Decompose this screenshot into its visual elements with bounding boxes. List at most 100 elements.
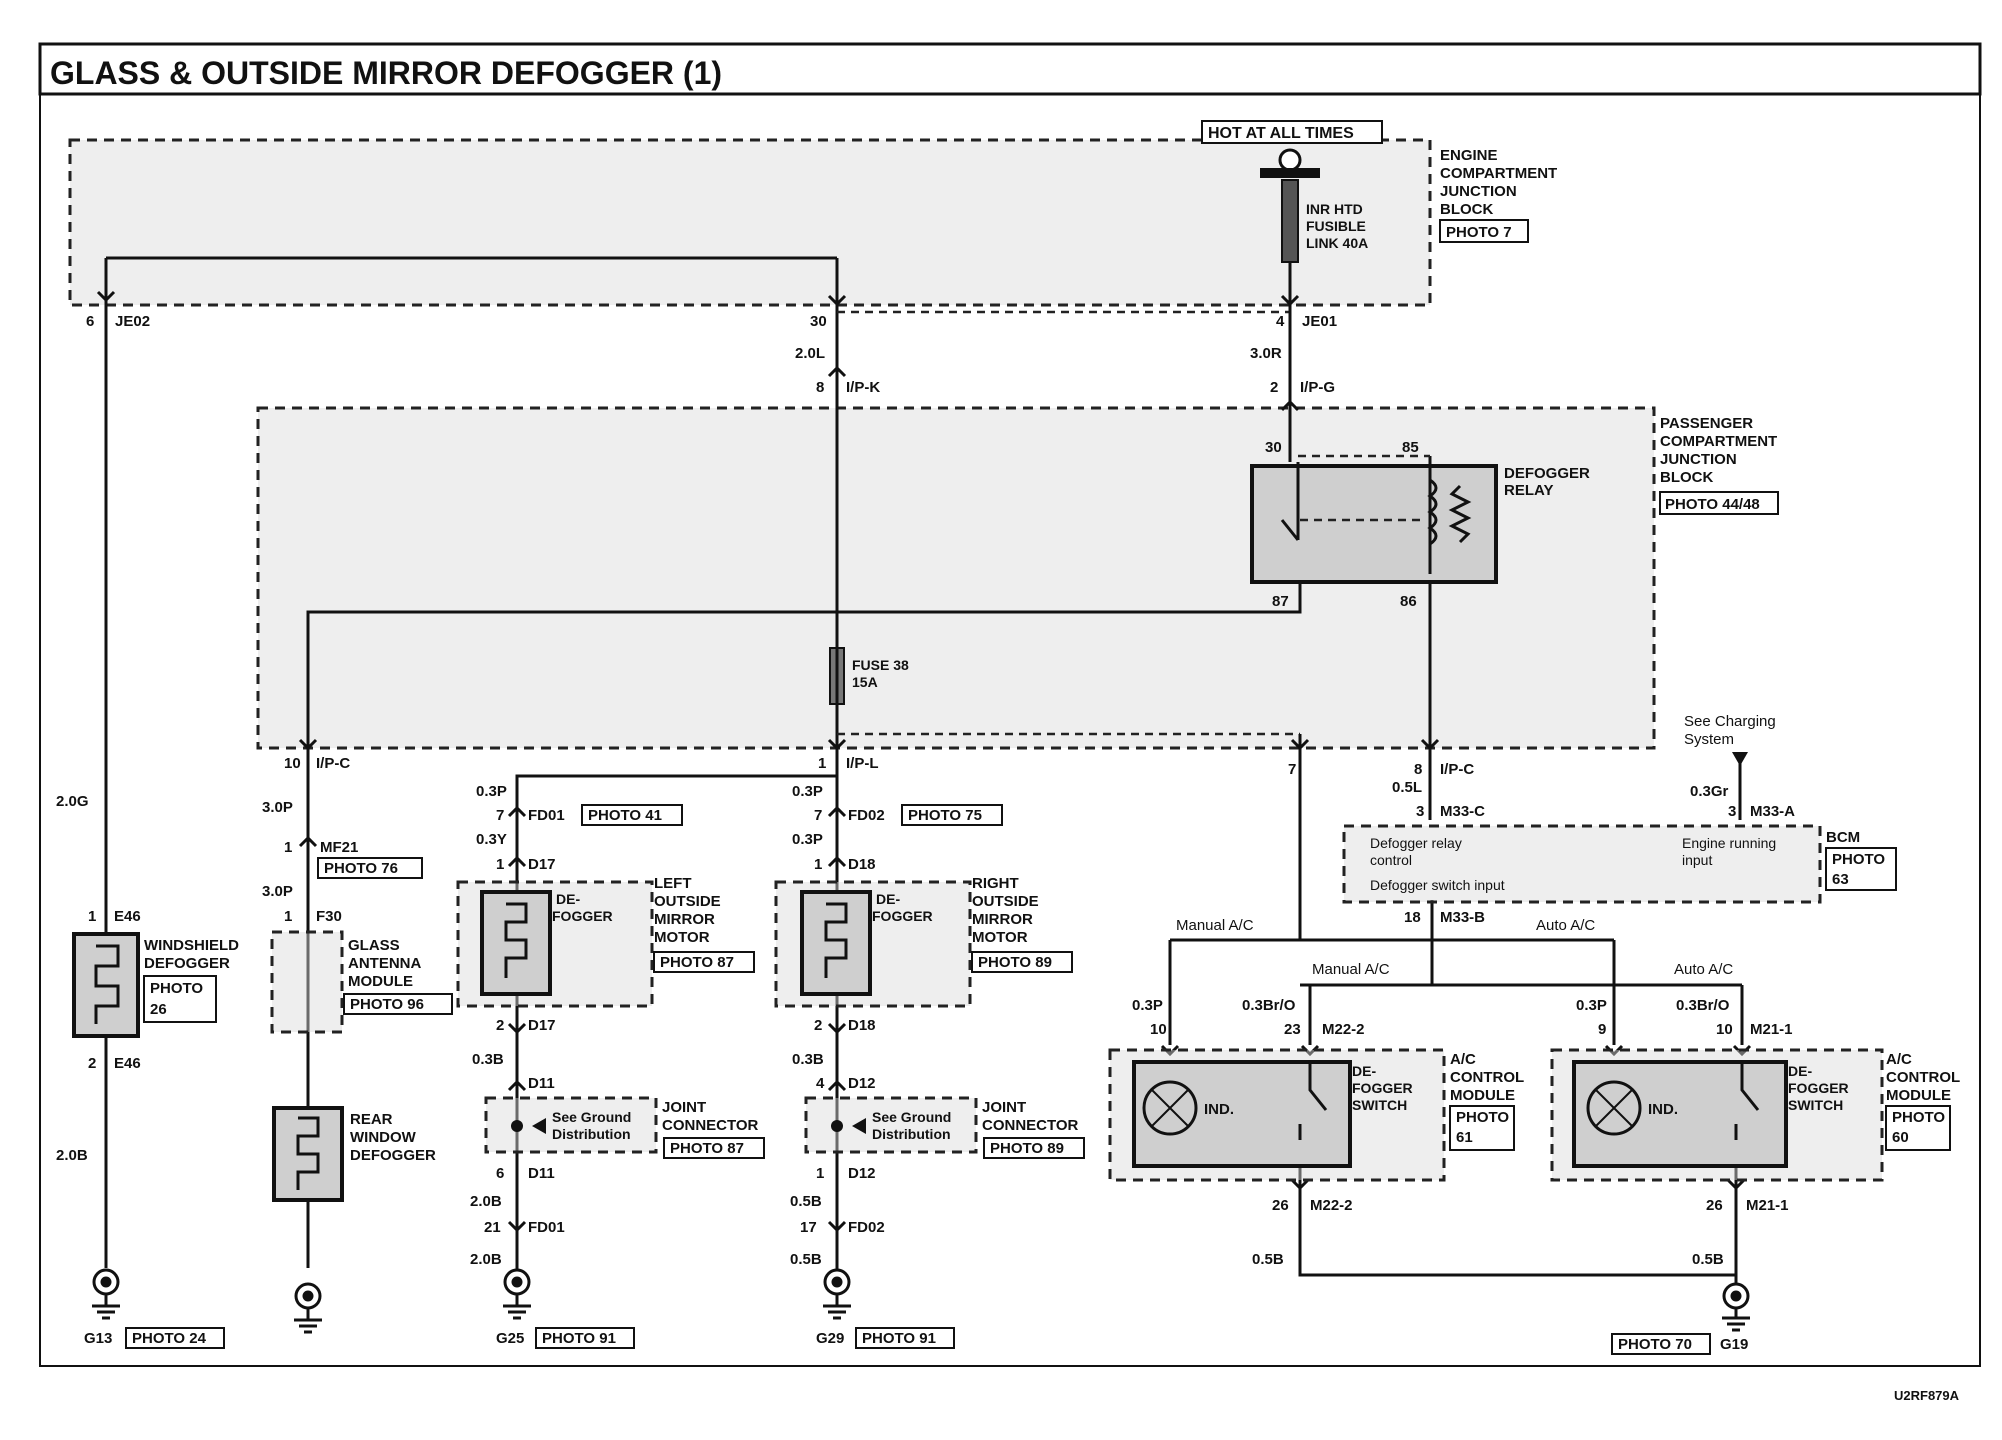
ground-g19-photo: PHOTO 70 xyxy=(1618,1336,1692,1353)
svg-text:MIRROR: MIRROR xyxy=(972,911,1033,928)
svg-text:SWITCH: SWITCH xyxy=(1788,1097,1843,1113)
manual-pin-p: 10 xyxy=(1150,1021,1167,1038)
right-wire-b3: 0.5B xyxy=(790,1251,822,1268)
relay-resistor-icon xyxy=(1448,484,1472,544)
svg-text:COMPARTMENT: COMPARTMENT xyxy=(1440,165,1557,182)
relay-pin-85: 85 xyxy=(1402,439,1419,456)
ipl-name: I/P-L xyxy=(846,755,879,772)
left-wire-b2: 2.0B xyxy=(470,1193,502,1210)
je-mid-pin: 30 xyxy=(810,313,827,330)
svg-text:15A: 15A xyxy=(852,674,878,690)
ground-g29-photo-box xyxy=(855,1327,955,1349)
left-joint-label: JOINT CONNECTOR PHOTO 87 xyxy=(662,1099,765,1159)
svg-text:See Ground: See Ground xyxy=(552,1109,631,1125)
svg-text:LINK 40A: LINK 40A xyxy=(1306,235,1368,251)
ground-g19-photo-box xyxy=(1611,1333,1711,1355)
right-pin-d12b: 1 xyxy=(816,1165,824,1182)
hot-at-all-times-label: HOT AT ALL TIMES xyxy=(1201,120,1383,144)
svg-text:CONTROL: CONTROL xyxy=(1450,1069,1524,1086)
manual-lamp-filament-icon xyxy=(1151,1089,1189,1127)
relay-switch-arm-icon xyxy=(1280,519,1300,541)
right-pin-d2: 2 xyxy=(814,1017,822,1034)
right-wire-p: 0.3P xyxy=(792,831,823,848)
svg-text:FUSIBLE: FUSIBLE xyxy=(1306,218,1366,234)
left-conn-fd2: FD01 xyxy=(528,1219,565,1236)
ground-g25-photo: PHOTO 91 xyxy=(542,1330,616,1347)
right-conn-d12b: D12 xyxy=(848,1165,876,1182)
ipc-right-pin: 8 xyxy=(1414,761,1422,778)
ipc-left-pin: 10 xyxy=(284,755,301,772)
svg-text:PHOTO 89: PHOTO 89 xyxy=(990,1140,1064,1157)
right-heater-grid-icon xyxy=(824,902,848,978)
svg-text:FOGGER: FOGGER xyxy=(872,908,933,924)
left-joint-node-icon xyxy=(511,1120,523,1132)
auto-ac-module-label: A/C CONTROL MODULE PHOTO 60 xyxy=(1885,1051,1960,1151)
je02-pin: 6 xyxy=(86,313,94,330)
wire-ac-ground xyxy=(1298,1165,1738,1290)
ipg-name: I/P-G xyxy=(1300,379,1335,396)
manual-ind-label: IND. xyxy=(1204,1101,1234,1118)
svg-text:DEFOGGER: DEFOGGER xyxy=(350,1147,436,1164)
windshield-wire-top: 2.0G xyxy=(56,793,89,810)
svg-text:26: 26 xyxy=(150,1001,167,1018)
svg-text:DE-: DE- xyxy=(1788,1063,1812,1079)
right-conn-fd2: FD02 xyxy=(848,1219,885,1236)
auto-ind-label: IND. xyxy=(1648,1101,1678,1118)
windshield-wire-bot: 2.0B xyxy=(56,1147,88,1164)
svg-text:Engine running: Engine running xyxy=(1682,835,1776,851)
manual-conn-gnd: M22-2 xyxy=(1310,1197,1353,1214)
svg-text:A/C: A/C xyxy=(1886,1051,1912,1068)
manual-ac-label-2: Manual A/C xyxy=(1312,961,1390,978)
right-wire-b: 0.3B xyxy=(792,1051,824,1068)
bcm-relay-control-label: Defogger relay control xyxy=(1370,835,1462,868)
svg-text:Distribution: Distribution xyxy=(872,1126,951,1142)
svg-text:RIGHT: RIGHT xyxy=(972,875,1019,892)
ipg-pin: 2 xyxy=(1270,379,1278,396)
relay-pin-86: 86 xyxy=(1400,593,1417,610)
svg-text:WINDSHIELD: WINDSHIELD xyxy=(144,937,239,954)
svg-text:61: 61 xyxy=(1456,1129,1473,1146)
svg-text:JOINT: JOINT xyxy=(982,1099,1026,1116)
bcm-pin-c: 3 xyxy=(1416,803,1424,820)
ground-icon xyxy=(823,1268,851,1320)
ipk-pin: 8 xyxy=(816,379,824,396)
auto-pin-gnd: 26 xyxy=(1706,1197,1723,1214)
auto-pin-p: 9 xyxy=(1598,1021,1606,1038)
svg-text:COMPARTMENT: COMPARTMENT xyxy=(1660,433,1777,450)
svg-text:PHOTO 96: PHOTO 96 xyxy=(350,996,424,1013)
ground-icon xyxy=(503,1268,531,1320)
right-fd-photo: PHOTO 75 xyxy=(908,807,982,824)
windshield-conn-bot: E46 xyxy=(114,1055,141,1072)
right-pin-fd2: 17 xyxy=(800,1219,817,1236)
rear-window-defogger-label: REAR WINDOW DEFOGGER xyxy=(350,1111,436,1164)
bcm-switch-input-label: Defogger switch input xyxy=(1370,877,1505,893)
svg-text:REAR: REAR xyxy=(350,1111,393,1128)
svg-text:FOGGER: FOGGER xyxy=(1352,1080,1413,1096)
ground-g29-photo: PHOTO 91 xyxy=(862,1330,936,1347)
svg-text:MIRROR: MIRROR xyxy=(654,911,715,928)
right-ground-note: See Ground Distribution xyxy=(872,1109,951,1142)
glass-antenna-module-label: GLASS ANTENNA MODULE PHOTO 96 xyxy=(343,937,453,1015)
left-pin-fd2: 21 xyxy=(484,1219,501,1236)
windshield-defogger-label: WINDSHIELD DEFOGGER PHOTO 26 xyxy=(143,937,239,1023)
svg-text:RELAY: RELAY xyxy=(1504,482,1553,499)
auto-defogger-switch-icon xyxy=(1734,1062,1760,1140)
svg-text:PHOTO 7: PHOTO 7 xyxy=(1446,224,1512,241)
rear-wire-2: 3.0P xyxy=(262,883,293,900)
svg-text:CONNECTOR: CONNECTOR xyxy=(982,1117,1079,1134)
ground-icon xyxy=(294,1282,322,1334)
manual-wire-gnd: 0.5B xyxy=(1252,1251,1284,1268)
windshield-conn-top: E46 xyxy=(114,908,141,925)
ipc-left-name: I/P-C xyxy=(316,755,350,772)
fusible-link-icon xyxy=(1281,179,1299,263)
left-conn-d1: D17 xyxy=(528,856,556,873)
manual-wire-br: 0.3Br/O xyxy=(1242,997,1296,1014)
rear-heater-grid-icon xyxy=(296,1116,320,1190)
manual-pin-gnd: 26 xyxy=(1272,1197,1289,1214)
manual-pin-br: 23 xyxy=(1284,1021,1301,1038)
pin7-label: 7 xyxy=(1288,761,1296,778)
left-conn-d11: D11 xyxy=(528,1075,555,1092)
bcm-module xyxy=(1342,824,1822,904)
bcm-pin-b: 18 xyxy=(1404,909,1421,926)
